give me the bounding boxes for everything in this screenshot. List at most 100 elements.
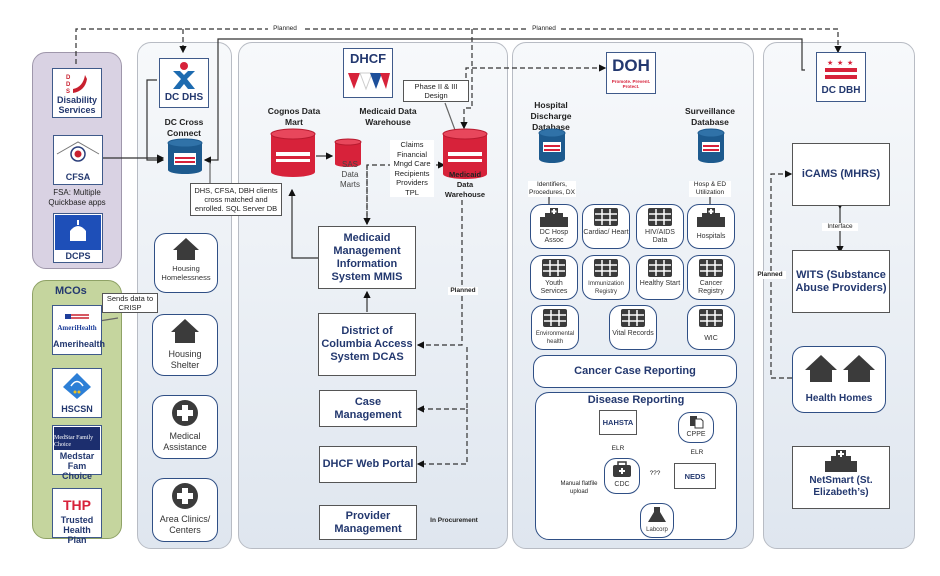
tile-wic: WIC: [687, 305, 735, 350]
dc-dbh-label: DC DBH: [821, 85, 861, 96]
amerihealth-logo-text: AmeriHealth: [57, 324, 97, 332]
tile-cardiac-heart: Cardiac/ Heart: [582, 204, 630, 249]
sas-db-icon: [334, 138, 362, 173]
tile-label: Hospitals: [696, 233, 726, 240]
planned-label-mid: Planned: [448, 287, 478, 295]
mmis-to-cognos: [288, 188, 318, 259]
cfsa-label: CFSA: [65, 172, 91, 182]
planned-mdw-to-dcas: [416, 200, 463, 349]
health-homes-label: Health Homes: [805, 393, 873, 404]
tile-label: Vital Records: [612, 330, 654, 337]
thp-logo: THP Trusted Health Plan: [52, 488, 102, 545]
tile-healthy-start: Healthy Start: [636, 255, 684, 300]
tile-label: Medical Assistance: [163, 431, 207, 452]
hospital-db-note: Identifiers, Procedures, DX: [528, 181, 576, 197]
hscsn-label: HSCSN: [61, 404, 93, 414]
feed-item: Financial: [396, 149, 427, 159]
medstar-logo-text: MedStar Family Choice: [54, 427, 100, 450]
tile-label: DC Hosp Assoc: [539, 229, 569, 244]
cognos-title: Cognos Data Mart: [267, 106, 321, 127]
dcps-label: DCPS: [65, 251, 91, 261]
tile-housing-homelessness: Housing Homelessness: [154, 233, 218, 293]
plus-circle-icon: [172, 400, 198, 426]
svg-text:★: ★: [847, 59, 853, 67]
svg-text:S: S: [66, 89, 70, 95]
tile-environmental-health: Environmental health: [531, 305, 579, 350]
grid-icon: [594, 208, 618, 226]
tile-vital-records: Vital Records: [609, 305, 657, 350]
mdw-db-icon: [442, 128, 488, 185]
dhs-figure-icon: [173, 62, 195, 89]
tile-cancer-registry: Cancer Registry: [687, 255, 735, 300]
cross-connect-db-icon: [167, 138, 203, 179]
dc-dhs-logo: DC DHS: [159, 58, 209, 108]
planned-to-case: [416, 347, 468, 413]
hospital-icon: [825, 450, 857, 472]
cdc-label: CDC: [614, 481, 630, 488]
disease-reporting-title: Disease Reporting: [587, 394, 685, 406]
cancer-case-reporting: Cancer Case Reporting: [533, 355, 737, 388]
cross-connect-title: DC Cross Connect: [164, 117, 204, 138]
mdw-to-doh: [465, 64, 607, 78]
hospital-db-title: Hospital Discharge Database: [530, 100, 572, 132]
interface-label: Interface: [822, 223, 858, 231]
tile-label: Healthy Start: [639, 280, 681, 287]
cppe-label: CPPE: [686, 431, 706, 438]
tile-label: WIC: [704, 335, 718, 342]
surveillance-db-title: Surveillance Database: [684, 106, 736, 127]
grid-icon: [594, 259, 618, 277]
dc-dhs-label: DC DHS: [164, 92, 204, 103]
planned-top-line: [75, 28, 842, 64]
dhcf-people-icon: [348, 72, 390, 91]
tile-medical-assistance: Medical Assistance: [152, 395, 218, 459]
dhcf-logo: DHCF: [343, 48, 393, 98]
dhcf-logo-text: DHCF: [349, 51, 387, 66]
cfsa-emblem-icon: [56, 141, 100, 162]
feeds-list: Claims Financial Mngd Care Recipients Pr…: [390, 140, 434, 197]
tile-youth-services: Youth Services: [530, 255, 578, 300]
icams-box: iCAMS (MHRS): [792, 143, 890, 206]
flask-icon: [648, 507, 666, 522]
grid-icon: [648, 259, 672, 277]
planned-mdw-drop: [460, 29, 473, 130]
tile-label: Housing Shelter: [168, 349, 202, 370]
labcorp-tile: Labcorp: [640, 503, 674, 538]
medical-kit-icon: [613, 461, 631, 477]
planned-label-right: Planned: [527, 25, 561, 33]
tile-label: HIV/AIDS Data: [645, 229, 675, 244]
plus-circle-icon: [172, 483, 198, 509]
mmis-box: Medicaid Management Information System M…: [318, 226, 416, 289]
svg-text:D: D: [66, 75, 71, 81]
dcps-logo: DCPS: [53, 213, 103, 263]
surveillance-db-note: Hosp & ED Utilization: [689, 181, 731, 197]
planned-label-dbh: Planned: [754, 271, 786, 279]
flag-icon: [65, 314, 89, 319]
medstar-logo: MedStar Family Choice Medstar Fam Choice: [52, 425, 102, 481]
dcas-box: District of Columbia Access System DCAS: [318, 313, 416, 376]
tile-area-clinics: Area Clinics/ Centers: [152, 478, 218, 542]
house-icon: [171, 319, 199, 343]
hospital-icon: [540, 208, 568, 227]
hospital-icon: [697, 208, 725, 227]
house-icon: [805, 355, 875, 382]
mdw-db-label: Medicaid Data Warehouse: [444, 170, 486, 199]
doh-logo: DOH Promote. Prevent. Protect.: [606, 52, 656, 94]
feed-item: Claims: [400, 140, 424, 149]
surveillance-db-icon: [697, 128, 725, 169]
hscsn-logo: HSCSN: [52, 368, 102, 418]
hscsn-heart-icon: [63, 373, 91, 399]
netsmart-box: NetSmart (St. Elizabeth’s): [792, 446, 890, 509]
dds-icon: D D S: [66, 75, 87, 95]
unknown-label: ???: [648, 470, 662, 478]
doh-logo-sub: Promote. Prevent. Protect.: [611, 79, 651, 89]
elr-label-left: ELR: [611, 445, 625, 453]
tile-label: Area Clinics/ Centers: [159, 514, 211, 535]
grid-icon: [648, 208, 672, 226]
mcos-title: MCOs: [55, 285, 87, 297]
grid-icon: [543, 309, 567, 327]
cdc-tile: CDC: [604, 458, 640, 494]
manual-upload-label: Manual flatfile upload: [560, 481, 598, 495]
cfsa-logo: CFSA: [53, 135, 103, 185]
web-portal-box: DHCF Web Portal: [319, 446, 417, 483]
sas-label: SAS Data Marts: [340, 160, 360, 189]
